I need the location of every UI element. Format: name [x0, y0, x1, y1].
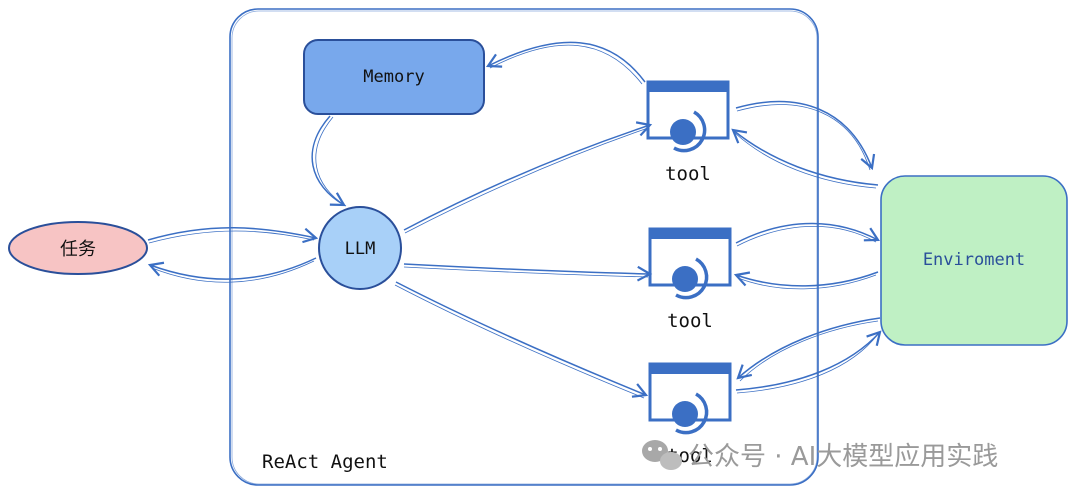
environment-label: Enviroment — [923, 250, 1025, 270]
task-label: 任务 — [60, 239, 96, 260]
llm-label: LLM — [345, 239, 376, 259]
arrow-tool3-to-env — [735, 330, 882, 391]
arrow-llm-to-tool1 — [403, 121, 653, 231]
tool-label-1: tool — [665, 163, 711, 185]
llm-node: LLM — [318, 206, 402, 290]
watermark-text: 公众号 · AI大模型应用实践 — [688, 442, 998, 472]
tool-icon — [646, 80, 730, 153]
agent-container — [229, 8, 819, 486]
tool-icon — [648, 227, 732, 300]
tool-label-2: tool — [667, 310, 713, 332]
arrow-env-to-tool1 — [731, 128, 879, 186]
arrow-task-to-llm — [147, 227, 319, 244]
connection-arrows — [147, 41, 882, 399]
arrow-tool1-to-memory — [485, 41, 646, 83]
arrow-env-to-tool2 — [733, 271, 879, 287]
watermark: 公众号 · AI大模型应用实践 — [642, 440, 998, 472]
arrow-tool2-to-env — [735, 222, 881, 244]
arrow-tool1-to-env — [735, 100, 876, 171]
task-node: 任务 — [8, 221, 148, 275]
arrow-llm-to-tool2 — [403, 263, 653, 282]
arrow-env-to-tool3 — [736, 317, 881, 380]
agent-container-label: ReAct Agent — [262, 451, 388, 473]
wechat-icon — [642, 440, 682, 470]
arrow-llm-to-task — [147, 257, 317, 280]
tool-icon — [648, 362, 732, 435]
arrow-llm-to-tool3 — [395, 281, 649, 398]
tool-node-2: tool — [648, 227, 732, 332]
arrow-memory-to-llm — [311, 115, 346, 207]
memory-node: Memory — [303, 39, 485, 115]
memory-label: Memory — [363, 67, 424, 87]
environment-node: Enviroment — [880, 175, 1068, 346]
tool-node-1: tool — [646, 80, 730, 185]
